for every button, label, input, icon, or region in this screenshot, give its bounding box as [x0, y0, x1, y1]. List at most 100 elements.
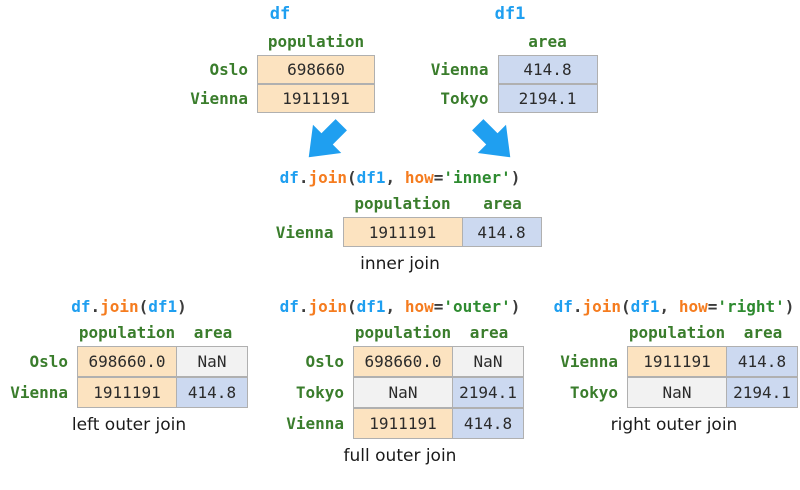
left-index-oslo: Oslo — [29, 352, 68, 371]
inner-join-code: df.join(df1, how='inner') — [280, 168, 521, 187]
code-function: join — [308, 168, 347, 187]
code-argument: df1 — [356, 168, 386, 187]
outer-header-row: population area — [275, 322, 525, 346]
df1-header-row: area — [423, 31, 598, 55]
df1-col-area: area — [528, 32, 567, 51]
arrow-df-to-inner — [299, 116, 351, 166]
code-open-paren: ( — [621, 297, 631, 316]
df-index-oslo: Oslo — [209, 60, 248, 79]
df-col-population: population — [267, 32, 365, 51]
inner-col-area: area — [483, 194, 522, 213]
table-row: Oslo 698660.0 NaN — [275, 346, 525, 377]
table-row: Oslo 698660 — [185, 55, 375, 84]
table-row: Tokyo 2194.1 — [423, 84, 598, 113]
left-cell-oslo-population: 698660.0 — [77, 346, 177, 377]
outer-cell-vienna-area: 414.8 — [452, 408, 524, 439]
outer-index-oslo: Oslo — [305, 352, 344, 371]
code-equals: = — [707, 297, 718, 316]
outer-cell-oslo-population: 698660.0 — [353, 346, 453, 377]
left-index-corner — [9, 322, 77, 346]
df-index-corner — [185, 31, 257, 55]
right-join-caption: right outer join — [610, 415, 738, 435]
left-cell-vienna-population: 1911191 — [77, 377, 177, 408]
code-argument: df1 — [356, 297, 386, 316]
inner-join-table: population area Vienna 1911191 414.8 — [258, 193, 543, 247]
inner-header-row: population area — [258, 193, 543, 217]
outer-index-tokyo: Tokyo — [295, 383, 344, 402]
code-function: join — [100, 297, 139, 316]
code-object: df — [279, 297, 299, 316]
table-row: Vienna 414.8 — [423, 55, 598, 84]
table-row: Vienna 1911191 — [185, 84, 375, 113]
right-join-code: df.join(df1, how='right') — [554, 297, 795, 316]
df1-cell-vienna-area: 414.8 — [497, 55, 598, 84]
code-close-paren: ) — [177, 297, 187, 316]
df-cell-oslo-population: 698660 — [257, 55, 375, 84]
code-close-paren: ) — [510, 297, 521, 316]
code-function: join — [582, 297, 621, 316]
code-string: 'inner' — [443, 168, 511, 187]
arrow-down-left-icon — [472, 119, 511, 158]
code-open-paren: ( — [138, 297, 149, 316]
code-argument: df1 — [630, 297, 660, 316]
code-argument: df1 — [148, 297, 178, 316]
left-join-caption: left outer join — [71, 415, 187, 435]
outer-cell-oslo-area: NaN — [452, 346, 524, 377]
code-string: 'outer' — [443, 297, 511, 316]
right-join-table: population area Vienna 1911191 414.8 Tok… — [549, 322, 799, 408]
table-row: Vienna 1911191 414.8 — [258, 217, 543, 247]
code-equals: = — [433, 297, 444, 316]
source-table-df: df population Oslo 698660 Vienna 1911191 — [180, 4, 380, 113]
result-inner-join: df.join(df1, how='inner') population are… — [252, 168, 548, 274]
outer-index-vienna: Vienna — [286, 414, 344, 433]
inner-col-population: population — [354, 194, 451, 213]
code-dot: . — [90, 297, 101, 316]
table-row: Vienna 1911191 414.8 — [549, 346, 799, 377]
right-index-vienna: Vienna — [560, 352, 618, 371]
result-right-join: df.join(df1, how='right') population are… — [548, 297, 800, 435]
table-row: Tokyo NaN 2194.1 — [275, 377, 525, 408]
code-comma: , — [659, 297, 679, 316]
code-function: join — [308, 297, 347, 316]
table-row: Vienna 1911191 414.8 — [275, 408, 525, 439]
code-close-paren: ) — [510, 168, 521, 187]
outer-col-population: population — [354, 323, 452, 342]
right-col-population: population — [628, 323, 726, 342]
code-close-paren: ) — [784, 297, 795, 316]
right-header-row: population area — [549, 322, 799, 346]
inner-index-vienna: Vienna — [275, 222, 334, 242]
code-open-paren: ( — [347, 168, 357, 187]
right-cell-vienna-area: 414.8 — [726, 346, 798, 377]
right-index-tokyo: Tokyo — [569, 383, 618, 402]
right-cell-vienna-population: 1911191 — [627, 346, 727, 377]
code-object: df — [553, 297, 573, 316]
left-index-vienna: Vienna — [10, 383, 68, 402]
code-keyword: how — [404, 168, 434, 187]
df-header-row: population — [185, 31, 375, 55]
inner-cell-vienna-population: 1911191 — [342, 217, 463, 247]
df-cell-vienna-population: 1911191 — [257, 84, 375, 113]
right-cell-tokyo-area: 2194.1 — [726, 377, 798, 408]
outer-cell-tokyo-area: 2194.1 — [452, 377, 524, 408]
table-row: Tokyo NaN 2194.1 — [549, 377, 799, 408]
outer-join-caption: full outer join — [343, 446, 457, 466]
df1-index-tokyo: Tokyo — [440, 89, 489, 108]
left-col-area: area — [193, 323, 233, 342]
inner-cell-vienna-area: 414.8 — [461, 217, 542, 247]
code-object: df — [279, 168, 299, 187]
code-dot: . — [298, 297, 309, 316]
outer-cell-tokyo-population: NaN — [353, 377, 453, 408]
code-keyword: how — [404, 297, 434, 316]
left-header-row: population area — [9, 322, 249, 346]
code-comma: , — [385, 297, 405, 316]
code-dot: . — [572, 297, 583, 316]
outer-join-code: df.join(df1, how='outer') — [280, 297, 521, 316]
right-cell-tokyo-population: NaN — [627, 377, 727, 408]
result-outer-join: df.join(df1, how='outer') population are… — [256, 297, 544, 466]
df1-cell-tokyo-area: 2194.1 — [497, 84, 598, 113]
df-index-vienna: Vienna — [190, 89, 248, 108]
df-table: population Oslo 698660 Vienna 1911191 — [185, 31, 375, 113]
table-row: Vienna 1911191 414.8 — [9, 377, 249, 408]
table-row: Oslo 698660.0 NaN — [9, 346, 249, 377]
code-object: df — [71, 297, 91, 316]
